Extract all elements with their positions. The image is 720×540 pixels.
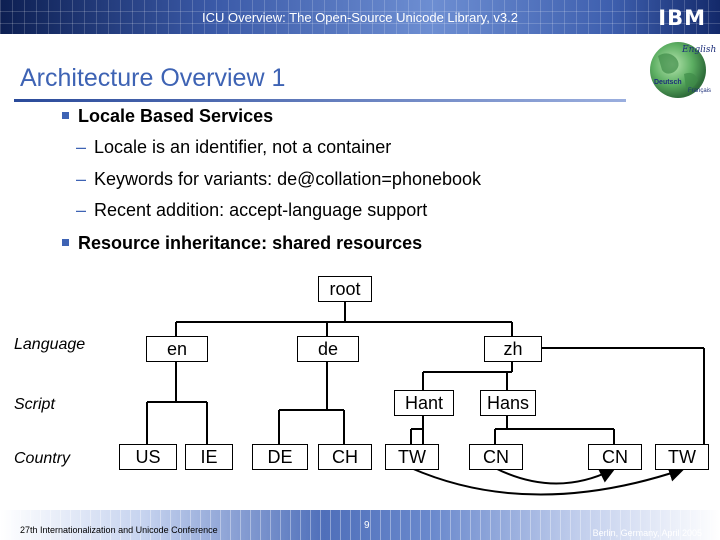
title-underline [14,99,626,102]
tree-node-zh: zh [484,336,542,362]
bullet-text: Locale Based Services [78,106,274,126]
page-number: 9 [364,520,370,531]
row-label-language: Language [14,336,86,353]
sub-bullet-accept-language: –Recent addition: accept-language suppor… [76,200,427,221]
bullet-text: Resource inheritance: shared resources [78,233,423,253]
tree-node-en: en [146,336,208,362]
sub-bullet-text: Recent addition: accept-language support [94,200,428,220]
tree-node-tw-alias: TW [655,444,709,470]
bullet-square-icon [62,239,69,246]
tree-node-de-country: DE [252,444,308,470]
row-label-script: Script [14,396,55,413]
tree-node-cn: CN [469,444,523,470]
ibm-logo: IBM [658,6,706,30]
globe-word-english: English [681,45,716,55]
row-label-country: Country [14,450,71,467]
tree-node-us: US [119,444,177,470]
bullet-square-icon [62,112,69,119]
footer-bar [0,510,720,540]
tree-node-cn-alias: CN [588,444,642,470]
dash-icon: – [76,137,87,157]
sub-bullet-keywords: –Keywords for variants: de@collation=pho… [76,169,481,190]
footer-grid-pattern [0,510,720,540]
bullet-locale-services: Locale Based Services [62,106,273,127]
header-grid-pattern [0,0,720,34]
tree-node-de: de [297,336,359,362]
tree-node-tw: TW [385,444,439,470]
globe-icon: English Deutsch Français [650,42,716,98]
footer-conference: 27th Internationalization and Unicode Co… [20,525,218,535]
tree-node-root: root [318,276,372,302]
globe-word-deutsch: Deutsch [654,79,682,86]
header-bar [0,0,720,34]
bullet-resource-inheritance: Resource inheritance: shared resources [62,233,422,254]
sub-bullet-text: Keywords for variants: de@collation=phon… [94,169,482,189]
tree-node-ch: CH [318,444,372,470]
dash-icon: – [76,169,87,189]
tree-node-hans: Hans [480,390,536,416]
globe-word-francais: Français [688,88,711,94]
tree-node-ie: IE [185,444,233,470]
dash-icon: – [76,200,87,220]
sub-bullet-text: Locale is an identifier, not a container [94,137,392,157]
header-title: ICU Overview: The Open-Source Unicode Li… [202,10,518,25]
sub-bullet-identifier: –Locale is an identifier, not a containe… [76,137,391,158]
slide-title: Architecture Overview 1 [20,64,286,92]
footer-location-date: Berlin, Germany, April 2005 [592,528,702,538]
tree-node-hant: Hant [394,390,454,416]
